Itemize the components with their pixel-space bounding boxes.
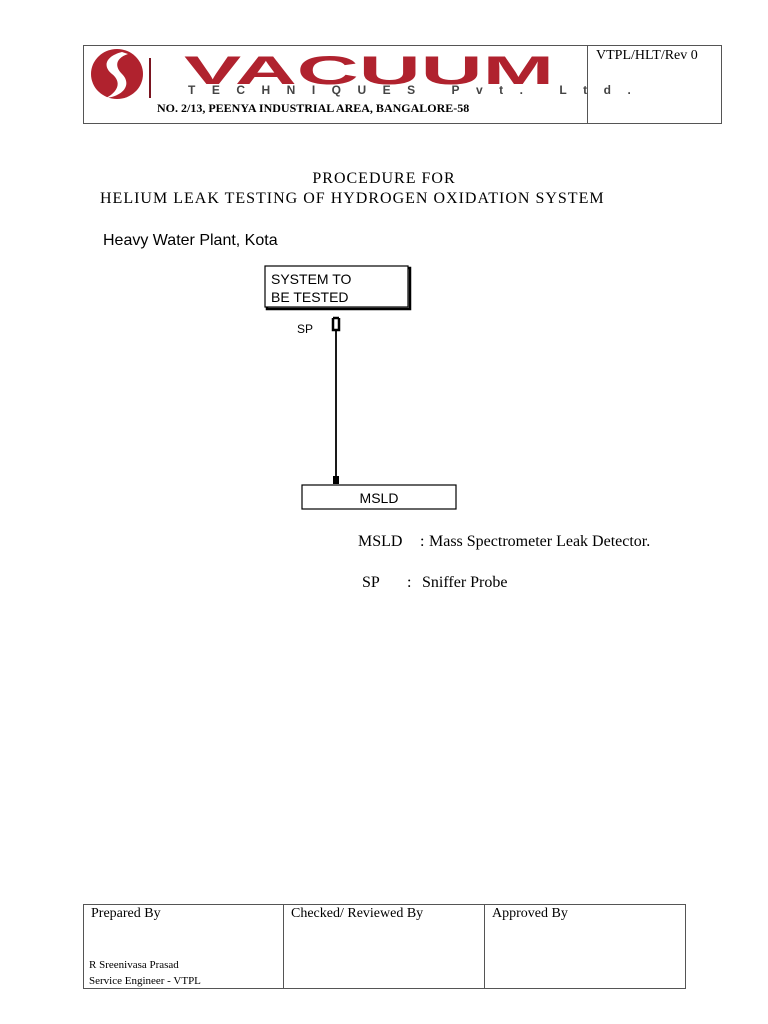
document-title-line-1: PROCEDURE FOR xyxy=(312,170,456,187)
prepared-by-label: Prepared By xyxy=(91,906,161,921)
system-node-label-2: BE TESTED xyxy=(271,289,349,305)
signoff-table xyxy=(83,904,686,989)
company-logo-icon xyxy=(91,49,143,99)
checked-by-label: Checked/ Reviewed By xyxy=(291,906,424,921)
document-title-line-2: HELIUM LEAK TESTING OF HYDROGEN OXIDATIO… xyxy=(100,190,605,207)
legend-description: Mass Spectrometer Leak Detector. xyxy=(429,533,651,550)
sniffer-probe-icon xyxy=(331,316,341,332)
signoff-divider-2 xyxy=(484,904,485,989)
plant-name: Heavy Water Plant, Kota xyxy=(103,232,278,249)
system-node-box xyxy=(264,265,409,308)
legend-row-msld: MSLD : Mass Spectrometer Leak Detector. xyxy=(0,533,768,557)
legend-colon: : xyxy=(407,574,412,591)
logo-divider-bar xyxy=(149,58,151,98)
preparer-name: R Sreenivasa Prasad xyxy=(89,959,179,971)
legend-term: SP xyxy=(362,574,380,591)
company-name-wordmark: VACUUM xyxy=(184,52,554,90)
company-subtitle: TECHNIQUES Pvt. Ltd. xyxy=(188,83,648,97)
legend-row-sp: SP : Sniffer Probe xyxy=(0,574,768,598)
header-divider xyxy=(587,45,588,124)
header-box xyxy=(83,45,722,124)
company-address: NO. 2/13, PEENYA INDUSTRIAL AREA, BANGAL… xyxy=(157,101,470,115)
legend-description: Sniffer Probe xyxy=(422,574,508,591)
msld-node-box xyxy=(301,484,457,510)
test-setup-diagram: SYSTEM TO BE TESTED SP MSLD xyxy=(264,265,457,510)
legend-term: MSLD xyxy=(358,533,403,550)
msld-node-label: MSLD xyxy=(360,490,399,506)
probe-label: SP xyxy=(297,322,313,336)
preparer-role: Service Engineer - VTPL xyxy=(89,975,201,987)
company-name-text: VACUUM xyxy=(184,52,554,90)
signoff-divider-1 xyxy=(283,904,284,989)
approved-by-label: Approved By xyxy=(492,906,568,921)
connector-end xyxy=(333,476,339,484)
document-reference: VTPL/HLT/Rev 0 xyxy=(596,48,698,63)
system-node-label-1: SYSTEM TO xyxy=(271,271,352,287)
legend-colon: : xyxy=(420,533,425,550)
